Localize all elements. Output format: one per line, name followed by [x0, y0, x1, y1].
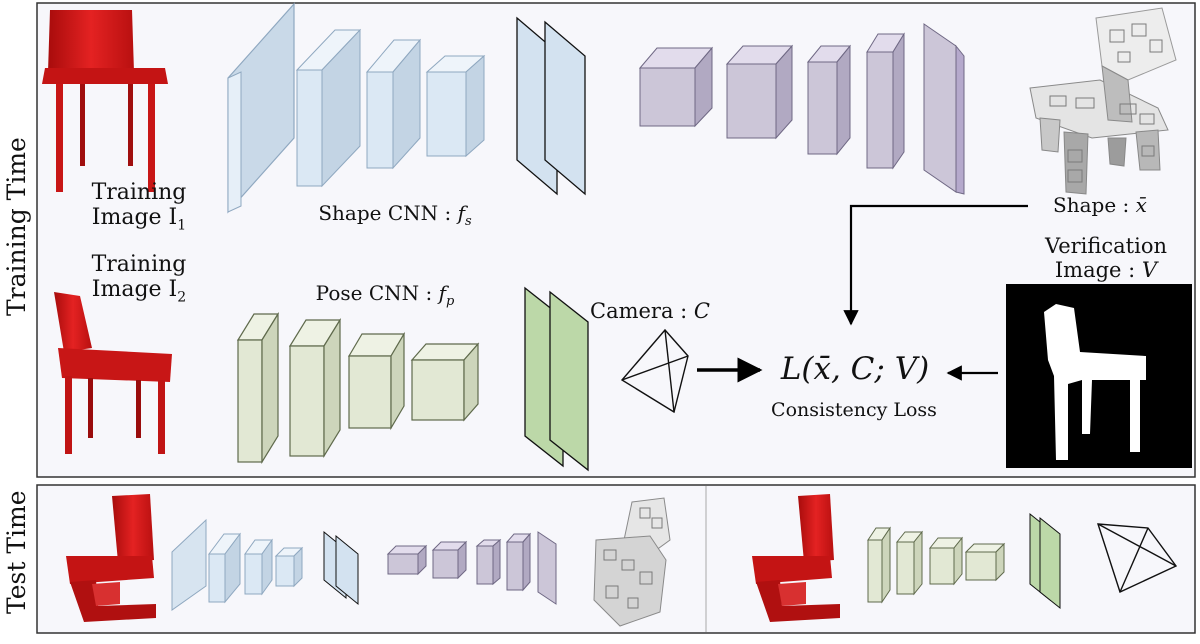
test-chair-1-image: [66, 494, 156, 622]
arrows: [697, 204, 1028, 383]
training-chair-2-image: [54, 292, 172, 454]
shape-to-loss-arrow: [843, 204, 1028, 326]
pose-cnn-layer-4: [410, 342, 480, 422]
shape-output-text: Shape :: [1053, 193, 1136, 217]
camera-symbol: C: [693, 299, 710, 323]
test-voxel-shape-output: [593, 497, 671, 627]
shape-cnn-layer-1: [227, 2, 295, 214]
loss-caption: Consistency Loss: [771, 399, 937, 421]
pose-cnn-text: Pose CNN :: [315, 281, 439, 305]
test-camera-frustum-icon: [1097, 523, 1178, 593]
shape-cnn-symbol: f: [457, 201, 465, 225]
camera-text: Camera :: [590, 299, 694, 323]
test-pose-cnn: [867, 526, 1006, 604]
pose-cnn-label: Pose CNN : fp: [290, 280, 480, 315]
pose-cnn-encoder: [236, 311, 480, 465]
pose-cnn-layer-2: [288, 317, 342, 459]
shape-decoder-block-1: [638, 46, 714, 128]
pose-cnn-symbol: f: [438, 281, 446, 305]
verification-line1: Verification: [1044, 234, 1168, 258]
training-chair-1-image: [42, 10, 168, 192]
verification-line2: Image :: [1054, 258, 1142, 282]
verification-image-label: Verification Image : V: [1016, 234, 1196, 282]
shape-cnn-label: Shape CNN : fs: [290, 200, 500, 235]
training-image-2-label: Training Image I2: [74, 252, 204, 310]
shape-cnn-layer-2: [295, 28, 362, 188]
test-shape-latent: [323, 530, 359, 606]
shape-output-symbol: x̄: [1135, 193, 1147, 217]
loss-formula: L(x̄, C; V): [780, 351, 930, 387]
pose-cnn-layer-3: [347, 331, 406, 431]
test-shape-cnn: [171, 518, 304, 611]
shape-decoder-block-5: [923, 23, 965, 195]
verification-image: [1006, 284, 1192, 468]
test-camera-latent: [1029, 512, 1061, 610]
shape-decoder-block-2: [725, 44, 794, 140]
pose-cnn-layer-1: [236, 311, 280, 465]
shape-cnn-sub: s: [465, 214, 472, 229]
training-image-2-sub: 2: [177, 289, 187, 306]
shape-cnn-text: Shape CNN :: [318, 201, 458, 225]
training-image-1-line2: Image I: [91, 205, 178, 230]
shape-cnn-encoder: [227, 2, 486, 214]
shape-decoder-block-3: [806, 44, 852, 156]
training-image-1-sub: 1: [177, 217, 187, 234]
voxel-shape-output: [1029, 7, 1177, 195]
shape-cnn-layer-4: [425, 54, 486, 158]
camera-label: Camera : C: [590, 298, 740, 324]
test-chair-2-image: [752, 494, 840, 622]
shape-decoder: [638, 23, 965, 195]
shape-latent-code: [516, 16, 586, 196]
verification-symbol: V: [1141, 258, 1158, 282]
training-image-2-line1: Training: [91, 252, 187, 277]
shape-output-label: Shape : x̄: [1030, 192, 1170, 218]
training-image-1-line1: Training: [91, 180, 187, 205]
training-image-2-line2: Image I: [91, 277, 178, 302]
training-time-label: Training Time: [2, 137, 31, 316]
pose-cnn-sub: p: [445, 294, 455, 309]
shape-cnn-layer-3: [365, 38, 422, 170]
camera-frustum-icon: [620, 328, 689, 414]
camera-latent-code: [524, 286, 589, 472]
training-image-1-label: Training Image I1: [74, 180, 204, 238]
test-shape-decoder: [386, 531, 557, 605]
shape-decoder-block-4: [866, 32, 905, 170]
test-time-label: Test Time: [2, 490, 31, 614]
